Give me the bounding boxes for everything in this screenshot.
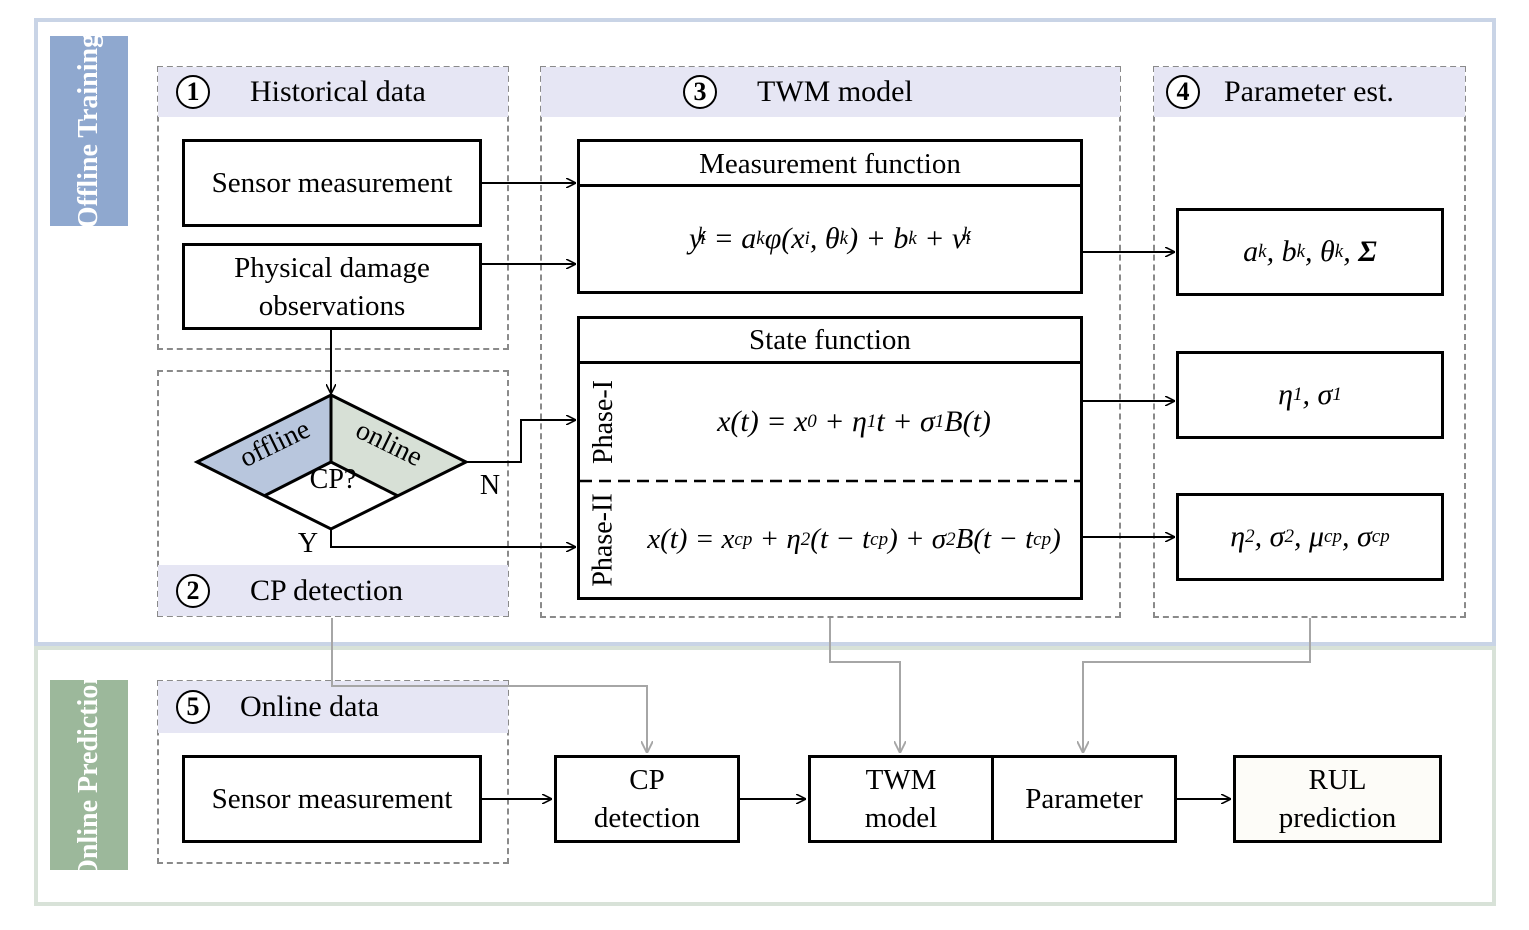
historical-data-title: Historical data (250, 75, 426, 108)
step-number-1: 1 (176, 75, 210, 109)
parameter-est-header: 4 Parameter est. (1154, 67, 1465, 117)
decision-question: CP? (310, 464, 357, 495)
rul-prediction-box: RUL prediction (1233, 755, 1442, 843)
cp-detection-title: CP detection (250, 573, 404, 607)
decision-yes-label: Y (298, 528, 318, 559)
step-number-2: 2 (176, 573, 210, 608)
physical-damage-box: Physical damage observations (182, 243, 482, 330)
state-function-divider (580, 361, 1080, 364)
sensor-measurement-box: Sensor measurement (182, 139, 482, 227)
online-data-title: Online data (240, 690, 380, 723)
measurement-function-box (577, 139, 1083, 294)
parameter-est-title: Parameter est. (1224, 75, 1394, 108)
offline-training-frame (34, 18, 1496, 646)
parameter-box: Parameter (991, 755, 1177, 843)
decision-no-label: N (480, 470, 500, 501)
measurement-function-divider (580, 184, 1080, 187)
offline-training-label: Offline Training (50, 34, 128, 228)
state-function-title: State function (749, 324, 911, 356)
historical-data-header: 1 Historical data (158, 67, 508, 117)
step-number-5: 5 (176, 690, 210, 724)
online-data-header: 5 Online data (158, 681, 508, 733)
twm-model-box: TWM model (808, 755, 994, 843)
online-sensor-measurement-box: Sensor measurement (182, 755, 482, 843)
online-prediction-frame (34, 646, 1496, 906)
step-number-4: 4 (1166, 75, 1200, 109)
cp-detection-group (157, 370, 509, 617)
cp-detection-box: CP detection (554, 755, 740, 843)
online-prediction-label: Online Prediction (50, 669, 128, 881)
decision-online-wedge (331, 395, 466, 496)
measurement-function-title: Measurement function (699, 147, 961, 180)
twm-model-header: 3 TWM model (541, 67, 1120, 117)
cp-detection-header: 2 CP detection (158, 565, 508, 616)
twm-model-title: TWM model (757, 75, 913, 108)
step-number-3: 3 (683, 75, 717, 109)
decision-offline-wedge (197, 395, 331, 496)
